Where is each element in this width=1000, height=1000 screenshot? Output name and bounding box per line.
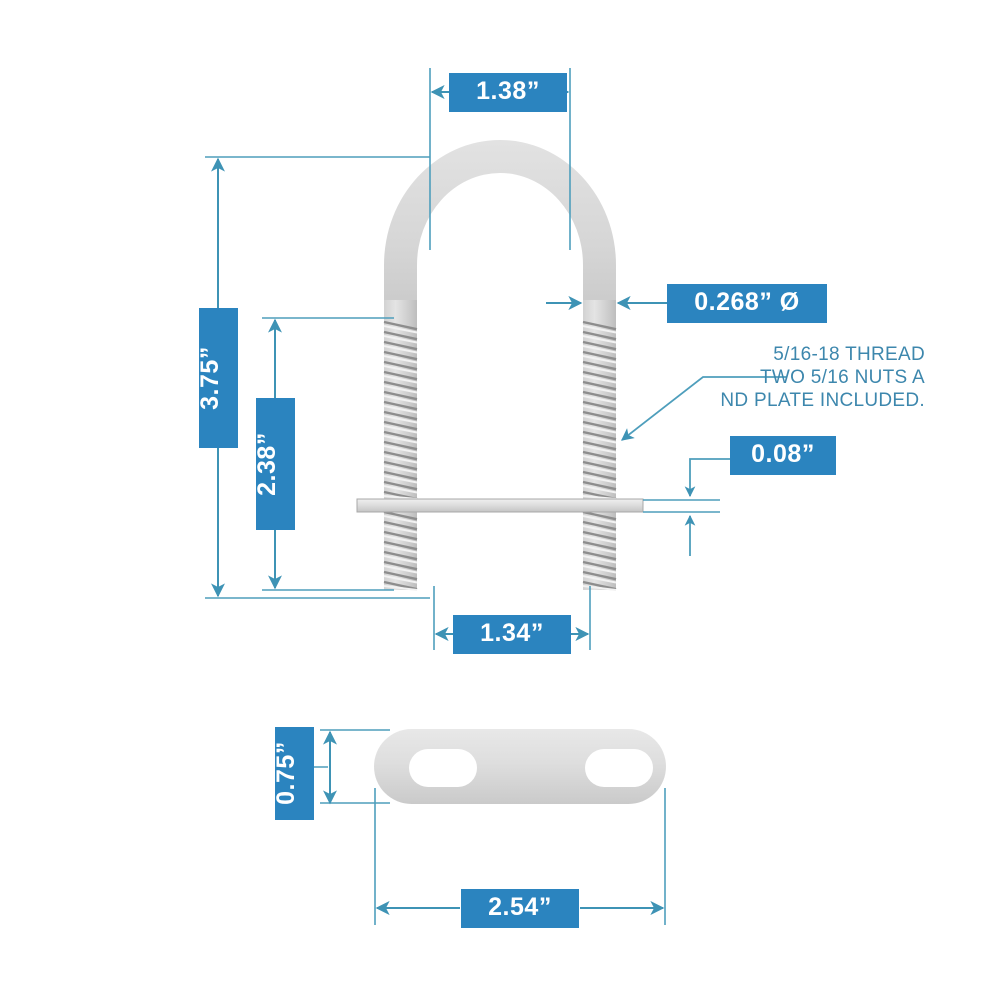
ubolt-left-thread-lines: [383, 320, 418, 591]
dimension-label-rod-diameter: 0.268” Ø: [694, 288, 799, 316]
dimension-label-plate-length: 2.54”: [488, 893, 552, 921]
thickness-leader-upper: [684, 458, 731, 498]
note-leader-line: [621, 376, 786, 441]
dimension-badge-inner-width: [449, 73, 567, 112]
dimension-label-thread-length: 2.38”: [253, 432, 281, 496]
dimension-label-outer-width: 1.34”: [480, 619, 544, 647]
note-line-2: TWO 5/16 NUTS A: [760, 367, 925, 388]
plate-hole-left: [409, 749, 477, 787]
dimension-label-overall-height: 3.75”: [196, 346, 224, 410]
ubolt-left-shank: [384, 300, 417, 325]
ubolt-right-shank: [583, 300, 616, 325]
dimension-rod-diameter: 0.268” Ø: [546, 284, 827, 323]
ubolt-arch: [384, 140, 616, 330]
plate-part-geometry: [374, 729, 666, 804]
dimension-label-plate-thickness: 0.08”: [751, 440, 815, 468]
dimension-badge-outer-width: [453, 615, 571, 654]
dimension-badge-plate-length: [461, 889, 579, 928]
note-line-1: 5/16-18 THREAD: [773, 344, 925, 365]
dimension-label-plate-height: 0.75”: [272, 741, 300, 805]
dimension-plate-height: 0.75”: [272, 727, 390, 820]
ubolt-right-thread-lines: [582, 320, 617, 591]
ubolt-part-geometry: [356, 140, 644, 591]
dimension-overall-height: 3.75”: [196, 156, 430, 599]
plate-cross-section-bar: [356, 498, 644, 513]
dimension-label-inner-width: 1.38”: [476, 77, 540, 105]
dimension-plate-length: 2.54”: [374, 788, 666, 928]
dimension-outer-width-bottom: 1.34”: [433, 586, 591, 654]
dimension-inner-width-top: 1.38”: [429, 68, 571, 250]
dimension-badge-plate-height: [275, 727, 314, 820]
dimension-thread-length: 2.38”: [253, 317, 394, 591]
dimension-badge-rod-diameter: [667, 284, 827, 323]
thread-specification-note: 5/16-18 THREAD TWO 5/16 NUTS A ND PLATE …: [621, 344, 925, 441]
dimension-badge-plate-thickness: [730, 436, 836, 475]
note-line-3: ND PLATE INCLUDED.: [720, 390, 925, 411]
dimension-badge-thread-length: [256, 398, 295, 530]
dimension-plate-thickness: 0.08”: [643, 436, 836, 556]
dimension-badge-overall-height: [199, 308, 238, 448]
plate-hole-right: [585, 749, 653, 787]
